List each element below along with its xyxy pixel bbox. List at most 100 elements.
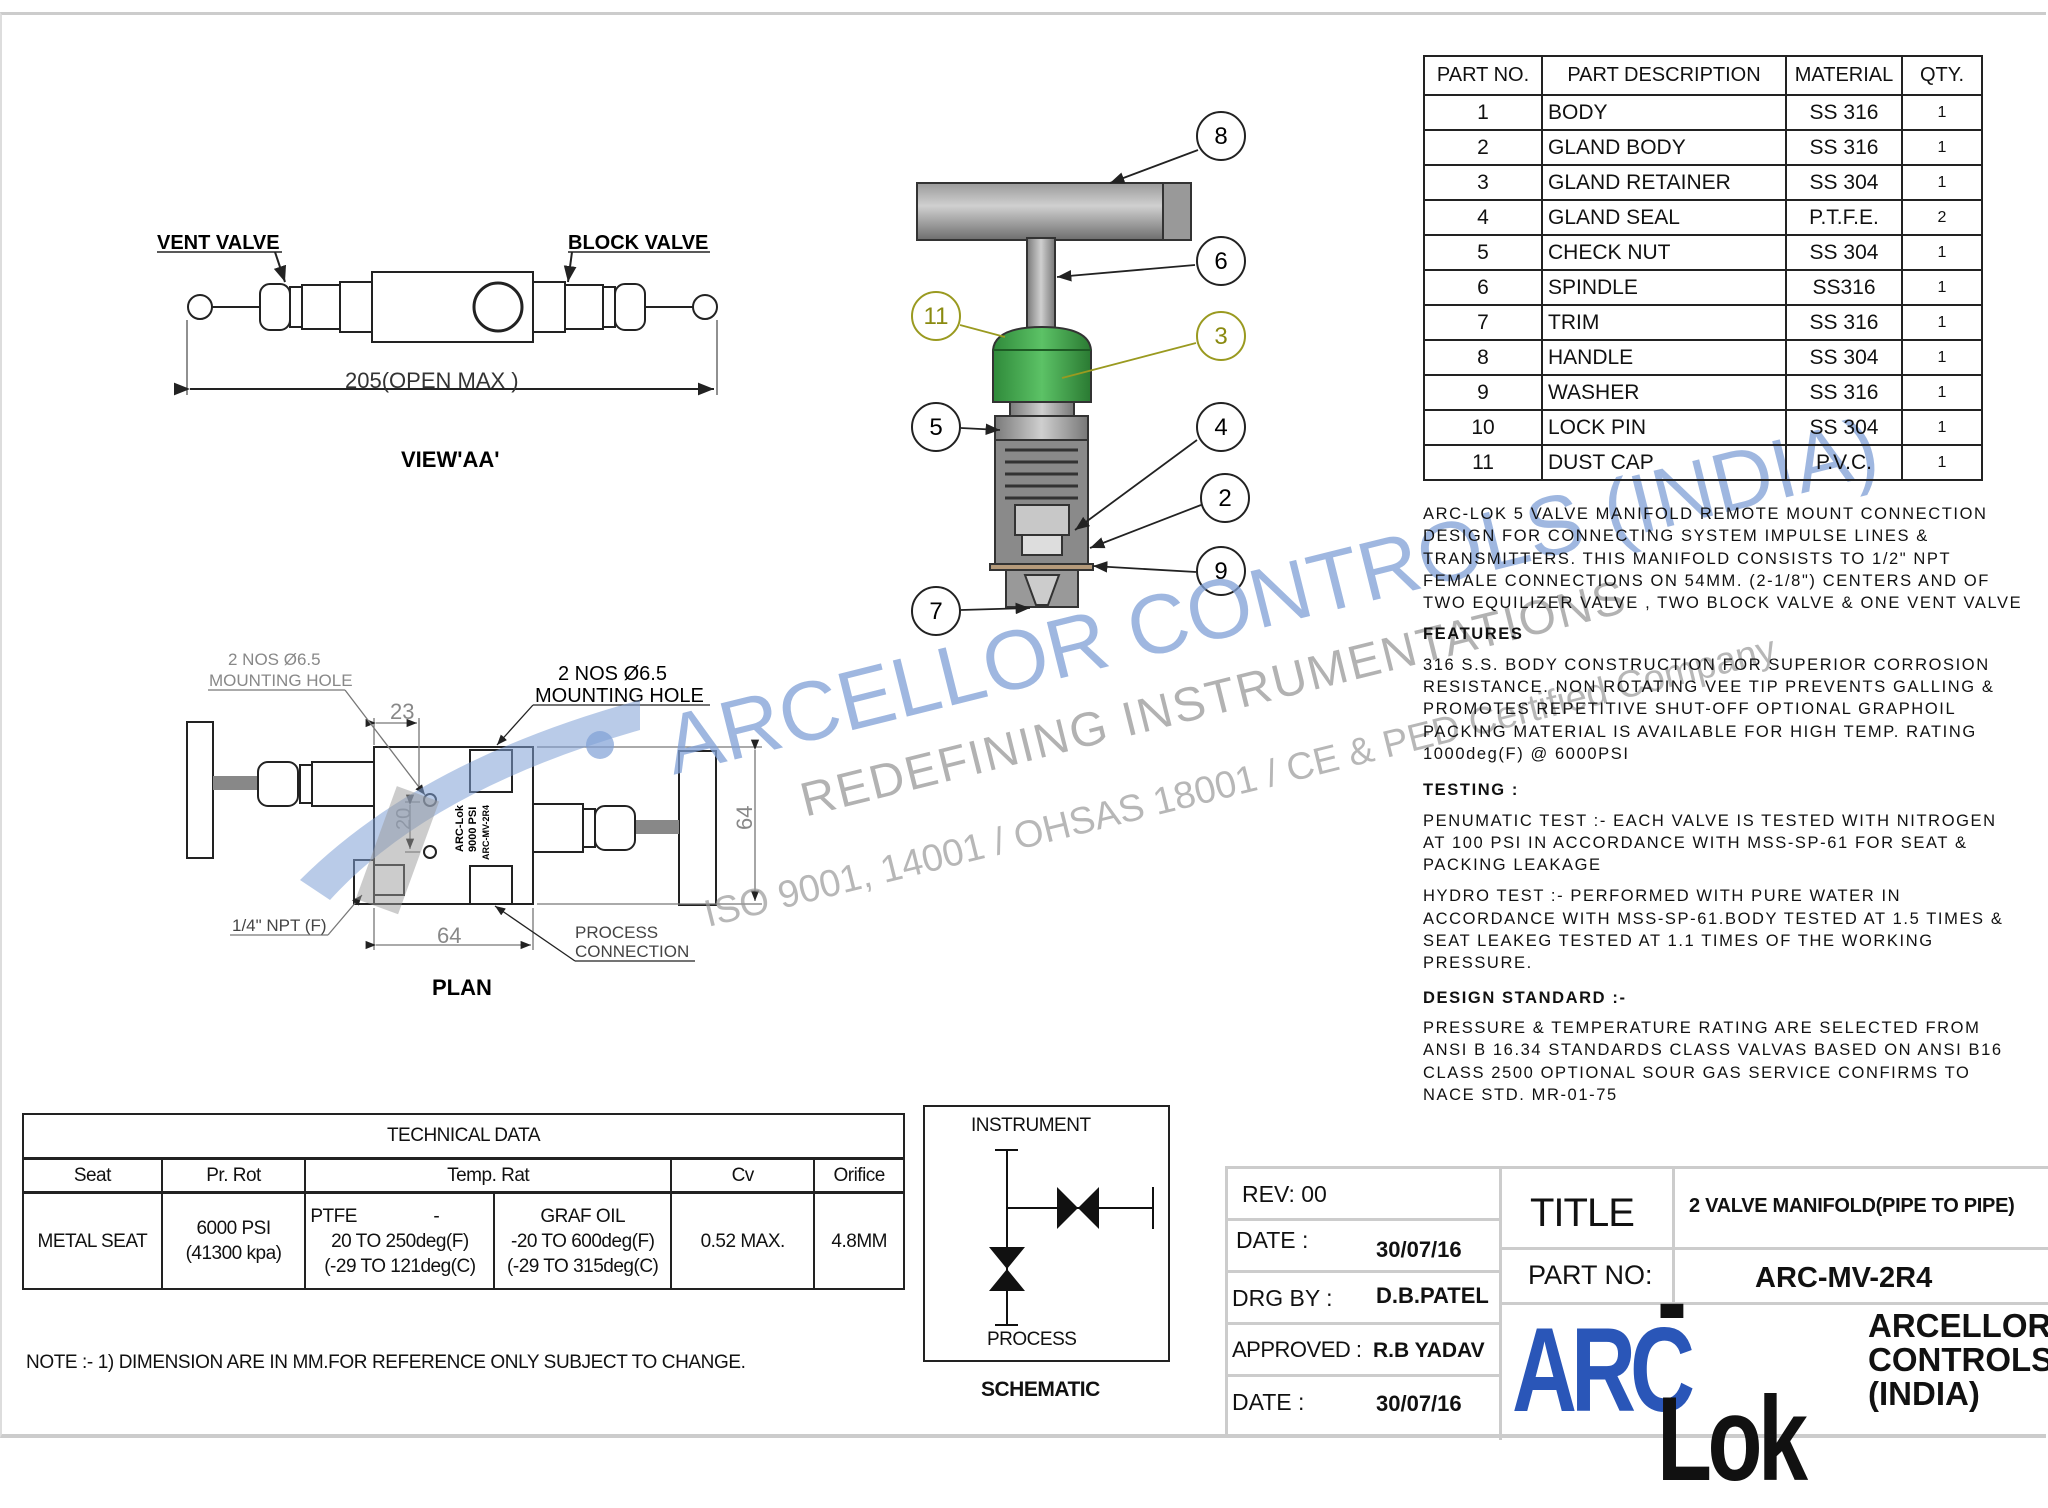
part-qty: 1 bbox=[1901, 234, 1983, 271]
part-material: P.V.C. bbox=[1785, 444, 1903, 481]
header-qty: QTY. bbox=[1901, 55, 1983, 96]
body-marking: ARC-Lok 9000 PSI ARC-MV-2R4 bbox=[454, 804, 491, 860]
plan-caption: PLAN bbox=[432, 975, 492, 1000]
part-no: 5 bbox=[1423, 234, 1543, 271]
technical-data-title: TECHNICAL DATA bbox=[22, 1113, 905, 1160]
svg-text:8: 8 bbox=[1214, 123, 1227, 150]
svg-text:4: 4 bbox=[1214, 414, 1227, 441]
part-no: 7 bbox=[1423, 304, 1543, 341]
drawing-sheet-frame bbox=[0, 12, 2046, 1438]
svg-text:7: 7 bbox=[929, 598, 942, 625]
svg-text:ARC-Lok: ARC-Lok bbox=[454, 804, 466, 852]
dim-20-label: 20 bbox=[393, 808, 415, 830]
part-no: 9 bbox=[1423, 374, 1543, 411]
logo-arc: ARC bbox=[1512, 1303, 1695, 1437]
part-description: HANDLE bbox=[1541, 339, 1787, 376]
balloon-5: 5 bbox=[911, 402, 961, 452]
parts-list-table: PART NO. PART DESCRIPTION MATERIAL QTY. … bbox=[1423, 55, 1983, 481]
part-description: SPINDLE bbox=[1541, 269, 1787, 306]
part-material: SS 316 bbox=[1785, 129, 1903, 166]
intro-text: ARC-LOK 5 VALVE MANIFOLD REMOTE MOUNT CO… bbox=[1423, 505, 2023, 613]
svg-text:ARC-MV-2R4: ARC-MV-2R4 bbox=[481, 805, 491, 860]
drawn-by-value: D.B.PATEL bbox=[1376, 1283, 1489, 1308]
part-description: GLAND RETAINER bbox=[1541, 164, 1787, 201]
spindle-part bbox=[1026, 237, 1056, 331]
part-qty: 1 bbox=[1901, 129, 1983, 166]
features-heading: FEATURES bbox=[1423, 625, 1524, 644]
date-value: 30/07/16 bbox=[1376, 1237, 1462, 1262]
part-material: SS 316 bbox=[1785, 374, 1903, 411]
part-balloons: 8 6 11 3 5 4 2 9 7 bbox=[911, 111, 1250, 636]
svg-text:2: 2 bbox=[1218, 485, 1231, 512]
cv-value: 0.52 MAX. bbox=[669, 1191, 816, 1290]
process-connection-label-1: PROCESS bbox=[575, 923, 658, 942]
mounting-hole-label-2: MOUNTING HOLE bbox=[535, 685, 704, 707]
svg-text:3: 3 bbox=[1214, 323, 1227, 350]
block-valve-label: BLOCK VALVE bbox=[568, 232, 708, 254]
dimension-205-label: 205(OPEN MAX ) bbox=[345, 368, 519, 393]
part-material: SS 304 bbox=[1785, 339, 1903, 376]
part-qty: 1 bbox=[1901, 409, 1983, 446]
part-material: SS 304 bbox=[1785, 409, 1903, 446]
balloon-9: 9 bbox=[1196, 546, 1246, 596]
logo-lok: -Lok bbox=[1657, 1234, 1808, 1506]
part-qty: 1 bbox=[1901, 304, 1983, 341]
pneumatic-test-text: PENUMATIC TEST :- EACH VALVE IS TESTED W… bbox=[1423, 811, 1997, 875]
part-description: WASHER bbox=[1541, 374, 1787, 411]
balloon-8: 8 bbox=[1196, 111, 1246, 161]
company-name: ARCELLOR CONTROLS (INDIA) bbox=[1868, 1307, 2048, 1412]
mounting-hole-label-1: 2 NOS Ø6.5 bbox=[558, 663, 667, 685]
description-notes: ARC-LOK 5 VALVE MANIFOLD REMOTE MOUNT CO… bbox=[1423, 503, 2023, 1115]
part-description: TRIM bbox=[1541, 304, 1787, 341]
orifice-value: 4.8MM bbox=[813, 1191, 905, 1290]
drawing-title: 2 VALVE MANIFOLD(PIPE TO PIPE) bbox=[1689, 1195, 2015, 1217]
schematic-instrument-label: INSTRUMENT bbox=[971, 1115, 1091, 1136]
dim-64-horizontal-label: 64 bbox=[437, 923, 461, 948]
part-description: BODY bbox=[1541, 94, 1787, 131]
plan-drawing bbox=[186, 721, 717, 906]
part-number: ARC-MV-2R4 bbox=[1755, 1262, 1933, 1294]
balloon-6: 6 bbox=[1196, 236, 1246, 286]
approved-value: R.B YADAV bbox=[1373, 1339, 1485, 1362]
trim-part bbox=[1023, 574, 1061, 606]
part-no: 4 bbox=[1423, 199, 1543, 236]
part-material: SS 304 bbox=[1785, 234, 1903, 271]
dim-23-label: 23 bbox=[390, 699, 414, 724]
part-qty: 1 bbox=[1901, 339, 1983, 376]
svg-text:9000 PSI: 9000 PSI bbox=[467, 807, 479, 852]
header-pressure: Pr. Rot bbox=[160, 1157, 307, 1194]
part-material: SS 316 bbox=[1785, 94, 1903, 131]
view-aa-drawing bbox=[157, 251, 718, 396]
pressure-value: 6000 PSI(41300 kpa) bbox=[160, 1191, 307, 1290]
title-label: TITLE bbox=[1530, 1191, 1635, 1235]
header-cv: Cv bbox=[669, 1157, 816, 1194]
vent-valve-label: VENT VALVE bbox=[157, 232, 280, 254]
part-no: 1 bbox=[1423, 94, 1543, 131]
seat-value: METAL SEAT bbox=[22, 1191, 163, 1290]
header-part-no: PART NO. bbox=[1423, 55, 1543, 96]
testing-heading: TESTING : bbox=[1423, 781, 1519, 800]
part-no-label: PART NO: bbox=[1528, 1260, 1653, 1290]
schematic-box: INSTRUMENT PROCESS bbox=[923, 1105, 1170, 1362]
date-label: DATE : bbox=[1236, 1227, 1309, 1253]
drawn-by-label: DRG BY : bbox=[1232, 1285, 1333, 1311]
part-description: GLAND SEAL bbox=[1541, 199, 1787, 236]
valve-section-drawing bbox=[916, 182, 1192, 608]
part-no: 8 bbox=[1423, 339, 1543, 376]
section-leaders bbox=[959, 149, 1202, 615]
balloon-3: 3 bbox=[1196, 311, 1246, 361]
part-qty: 1 bbox=[1901, 164, 1983, 201]
header-orifice: Orifice bbox=[813, 1157, 905, 1194]
dimension-note: NOTE :- 1) DIMENSION ARE IN MM.FOR REFER… bbox=[26, 1352, 746, 1373]
dust-cap-part bbox=[992, 325, 1092, 403]
part-no: 10 bbox=[1423, 409, 1543, 446]
header-seat: Seat bbox=[22, 1157, 163, 1194]
part-material: SS 316 bbox=[1785, 304, 1903, 341]
part-no: 6 bbox=[1423, 269, 1543, 306]
